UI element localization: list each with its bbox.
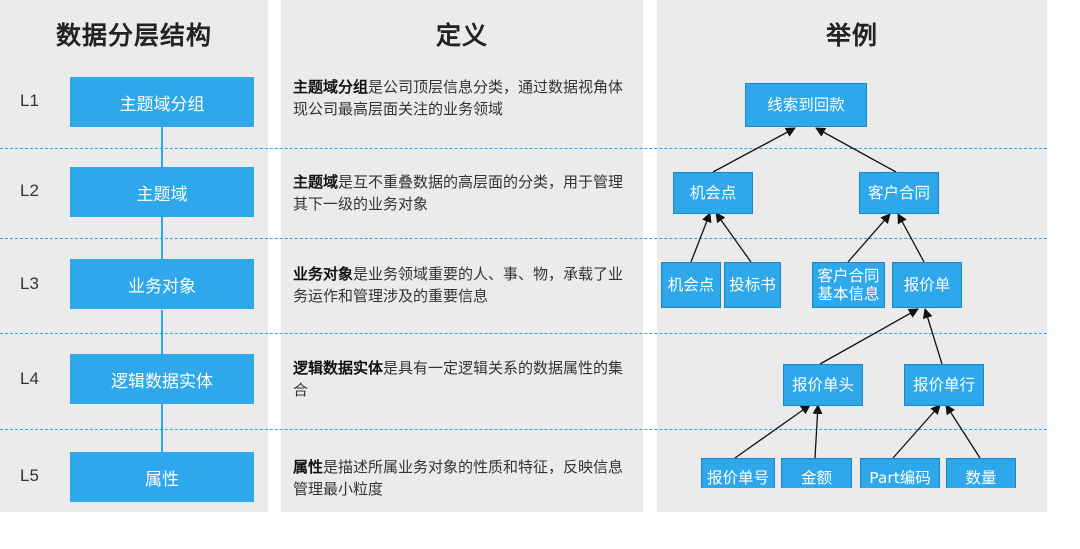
level-label: L1 — [20, 91, 39, 110]
tree-node-root: 线索到回款 — [745, 83, 867, 127]
definition-text: 是具有一定逻辑关系的数据属性的集合 — [293, 359, 624, 399]
level-box-l2: 主题域 — [70, 167, 254, 217]
level-box-l5: 属性 — [70, 452, 254, 502]
definition-l2: 主题域是互不重叠数据的高层面的分类，用于管理其下一级的业务对象 — [293, 171, 638, 215]
level-label: L4 — [20, 369, 39, 388]
definition-text: 是描述所属业务对象的性质和特征，反映信息管理最小粒度 — [293, 458, 624, 498]
level-connector — [161, 310, 163, 354]
level-connector — [161, 127, 163, 167]
level-connector — [161, 217, 163, 259]
example-title: 举例 — [825, 21, 878, 50]
definition-l1: 主题域分组是公司顶层信息分类，通过数据视角体现公司最高层面关注的业务领域 — [293, 76, 638, 120]
tree-node-l3: 报价单 — [892, 262, 962, 308]
definition-l5: 属性是描述所属业务对象的性质和特征，反映信息管理最小粒度 — [293, 456, 638, 500]
definition-term: 业务对象 — [293, 265, 354, 283]
definition-term: 属性 — [293, 458, 324, 476]
level-divider — [0, 148, 1047, 149]
level-divider — [0, 238, 1047, 239]
structure-title: 数据分层结构 — [55, 21, 212, 50]
definition-term: 主题域 — [293, 173, 339, 191]
tree-node-l4: 报价单头 — [783, 364, 863, 406]
tree-node-l3: 机会点 — [661, 262, 721, 308]
level-box-l4: 逻辑数据实体 — [70, 354, 254, 404]
definition-l3: 业务对象是业务领域重要的人、事、物，承载了业务运作和管理涉及的重要信息 — [293, 263, 638, 307]
level-box-l3: 业务对象 — [70, 259, 254, 309]
example-panel: 举例 — [657, 0, 1047, 512]
level-divider — [0, 429, 1047, 430]
tree-node-l3: 客户合同基本信息 — [812, 262, 885, 308]
level-label: L2 — [20, 181, 39, 200]
tree-node-l2: 客户合同 — [859, 172, 939, 214]
tree-node-l3: 投标书 — [724, 262, 781, 308]
level-box-l1: 主题域分组 — [70, 77, 254, 127]
level-label: L3 — [20, 274, 39, 293]
definition-text: 是公司顶层信息分类，通过数据视角体现公司最高层面关注的业务领域 — [293, 78, 624, 118]
level-connector — [161, 404, 163, 452]
definition-panel: 定义 — [281, 0, 643, 512]
level-divider — [0, 333, 1047, 334]
definition-term: 主题域分组 — [293, 78, 369, 96]
definition-text: 是业务领域重要的人、事、物，承载了业务运作和管理涉及的重要信息 — [293, 265, 624, 305]
definition-text: 是互不重叠数据的高层面的分类，用于管理其下一级的业务对象 — [293, 173, 624, 213]
definition-term: 逻辑数据实体 — [293, 359, 384, 377]
definition-l4: 逻辑数据实体是具有一定逻辑关系的数据属性的集合 — [293, 357, 638, 401]
panel-bottom-strip — [657, 488, 1047, 512]
definition-title: 定义 — [435, 21, 488, 50]
tree-node-l4: 报价单行 — [904, 364, 984, 406]
tree-node-l2: 机会点 — [673, 172, 753, 214]
level-label: L5 — [20, 466, 39, 485]
